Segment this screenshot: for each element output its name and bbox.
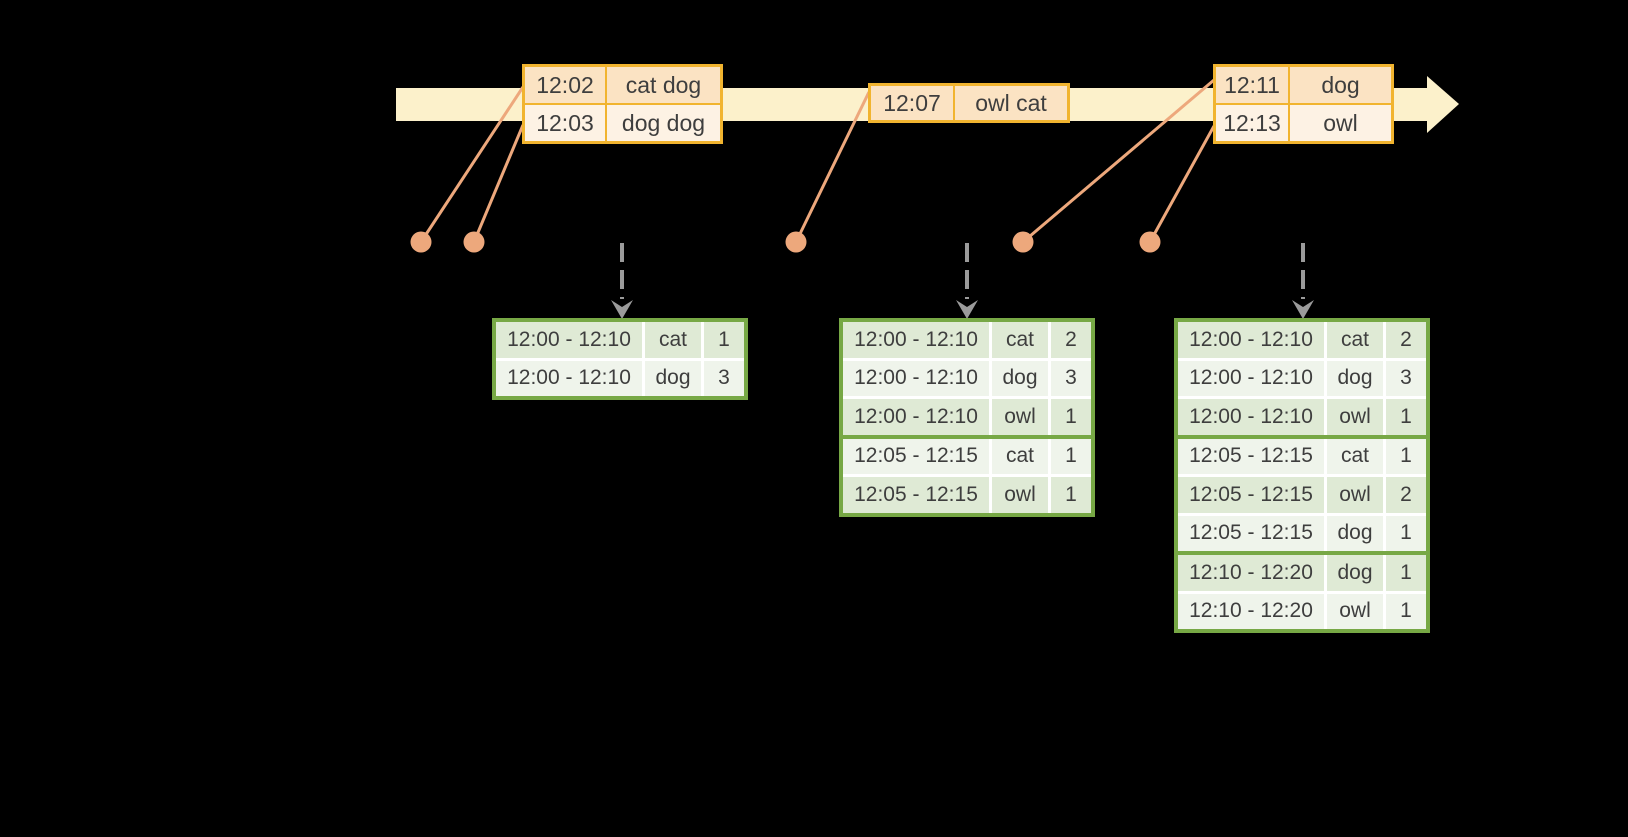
down-arrowhead-icon xyxy=(611,300,633,319)
word-cell: cat xyxy=(645,322,701,358)
timeline-arrowhead-icon xyxy=(1427,76,1459,133)
window-group: 12:05 - 12:15 cat 1 12:05 - 12:15 owl 2 … xyxy=(1178,438,1426,551)
event-connector-lines xyxy=(419,78,1216,244)
count-cell: 3 xyxy=(1386,360,1426,396)
window-cell: 12:05 - 12:15 xyxy=(1178,438,1324,474)
word-cell: cat xyxy=(1327,438,1383,474)
count-cell: 3 xyxy=(704,360,744,396)
event-dot-icon xyxy=(1139,231,1161,253)
word-cell: cat xyxy=(992,438,1048,474)
count-cell: 1 xyxy=(1051,399,1091,435)
word-cell: cat xyxy=(1327,322,1383,358)
down-arrowhead-icon xyxy=(956,300,978,319)
word-cell: owl xyxy=(1327,593,1383,629)
window-cell: 12:05 - 12:15 xyxy=(843,438,989,474)
word-cell: owl xyxy=(992,477,1048,513)
word-cell: dog xyxy=(1327,515,1383,551)
window-group: 12:00 - 12:10 cat 2 12:00 - 12:10 dog 3 … xyxy=(843,322,1091,435)
window-cell: 12:00 - 12:10 xyxy=(843,360,989,396)
event-words-cell: owl xyxy=(1290,105,1391,141)
window-group: 12:00 - 12:10 cat 2 12:00 - 12:10 dog 3 … xyxy=(1178,322,1426,435)
count-cell: 2 xyxy=(1051,322,1091,358)
event-connector-line xyxy=(472,124,525,243)
count-cell: 1 xyxy=(1051,477,1091,513)
event-time-cell: 12:13 xyxy=(1216,105,1288,141)
word-cell: dog xyxy=(992,360,1048,396)
count-cell: 1 xyxy=(704,322,744,358)
count-cell: 2 xyxy=(1386,322,1426,358)
window-cell: 12:00 - 12:10 xyxy=(1178,322,1324,358)
count-cell: 1 xyxy=(1386,515,1426,551)
event-words-cell: cat dog xyxy=(607,67,720,103)
word-cell: owl xyxy=(1327,399,1383,435)
window-cell: 12:00 - 12:10 xyxy=(843,322,989,358)
word-cell: dog xyxy=(645,360,701,396)
result-table-2: 12:00 - 12:10 cat 2 12:00 - 12:10 dog 3 … xyxy=(839,318,1095,517)
trigger-arrows xyxy=(611,243,1314,319)
count-cell: 1 xyxy=(1386,593,1426,629)
count-cell: 2 xyxy=(1386,477,1426,513)
window-cell: 12:00 - 12:10 xyxy=(496,322,642,358)
down-arrowhead-icon xyxy=(1292,300,1314,319)
window-cell: 12:05 - 12:15 xyxy=(843,477,989,513)
event-connector-line xyxy=(419,86,525,243)
event-dot-icon xyxy=(463,231,485,253)
event-words-cell: owl cat xyxy=(955,86,1067,120)
event-time-cell: 12:07 xyxy=(871,86,953,120)
count-cell: 1 xyxy=(1386,555,1426,591)
result-table-1: 12:00 - 12:10 cat 1 12:00 - 12:10 dog 3 xyxy=(492,318,748,400)
window-group: 12:00 - 12:10 cat 1 12:00 - 12:10 dog 3 xyxy=(496,322,744,396)
event-time-cell: 12:02 xyxy=(525,67,605,103)
event-connector-line xyxy=(1148,125,1216,243)
window-cell: 12:00 - 12:10 xyxy=(1178,360,1324,396)
window-cell: 12:05 - 12:15 xyxy=(1178,515,1324,551)
event-connector-line xyxy=(794,91,871,243)
window-cell: 12:00 - 12:10 xyxy=(496,360,642,396)
event-words-cell: dog xyxy=(1290,67,1391,103)
event-time-cell: 12:03 xyxy=(525,105,605,141)
event-table-2: 12:07 owl cat xyxy=(868,83,1070,123)
word-cell: dog xyxy=(1327,360,1383,396)
count-cell: 1 xyxy=(1386,399,1426,435)
count-cell: 1 xyxy=(1386,438,1426,474)
window-cell: 12:00 - 12:10 xyxy=(843,399,989,435)
event-connector-line xyxy=(1022,78,1215,244)
window-cell: 12:05 - 12:15 xyxy=(1178,477,1324,513)
word-cell: cat xyxy=(992,322,1048,358)
count-cell: 1 xyxy=(1051,438,1091,474)
window-cell: 12:10 - 12:20 xyxy=(1178,555,1324,591)
event-words-cell: dog dog xyxy=(607,105,720,141)
count-cell: 3 xyxy=(1051,360,1091,396)
event-table-1: 12:02 cat dog 12:03 dog dog xyxy=(522,64,723,144)
result-table-3: 12:00 - 12:10 cat 2 12:00 - 12:10 dog 3 … xyxy=(1174,318,1430,633)
event-time-cell: 12:11 xyxy=(1216,67,1288,103)
window-group: 12:05 - 12:15 cat 1 12:05 - 12:15 owl 1 xyxy=(843,438,1091,513)
word-cell: dog xyxy=(1327,555,1383,591)
event-dot-icon xyxy=(1012,231,1034,253)
event-table-3: 12:11 dog 12:13 owl xyxy=(1213,64,1394,144)
event-dot-icon xyxy=(785,231,807,253)
window-group: 12:10 - 12:20 dog 1 12:10 - 12:20 owl 1 xyxy=(1178,555,1426,629)
word-cell: owl xyxy=(992,399,1048,435)
word-cell: owl xyxy=(1327,477,1383,513)
window-cell: 12:10 - 12:20 xyxy=(1178,593,1324,629)
event-dots xyxy=(410,231,1161,253)
event-dot-icon xyxy=(410,231,432,253)
window-cell: 12:00 - 12:10 xyxy=(1178,399,1324,435)
